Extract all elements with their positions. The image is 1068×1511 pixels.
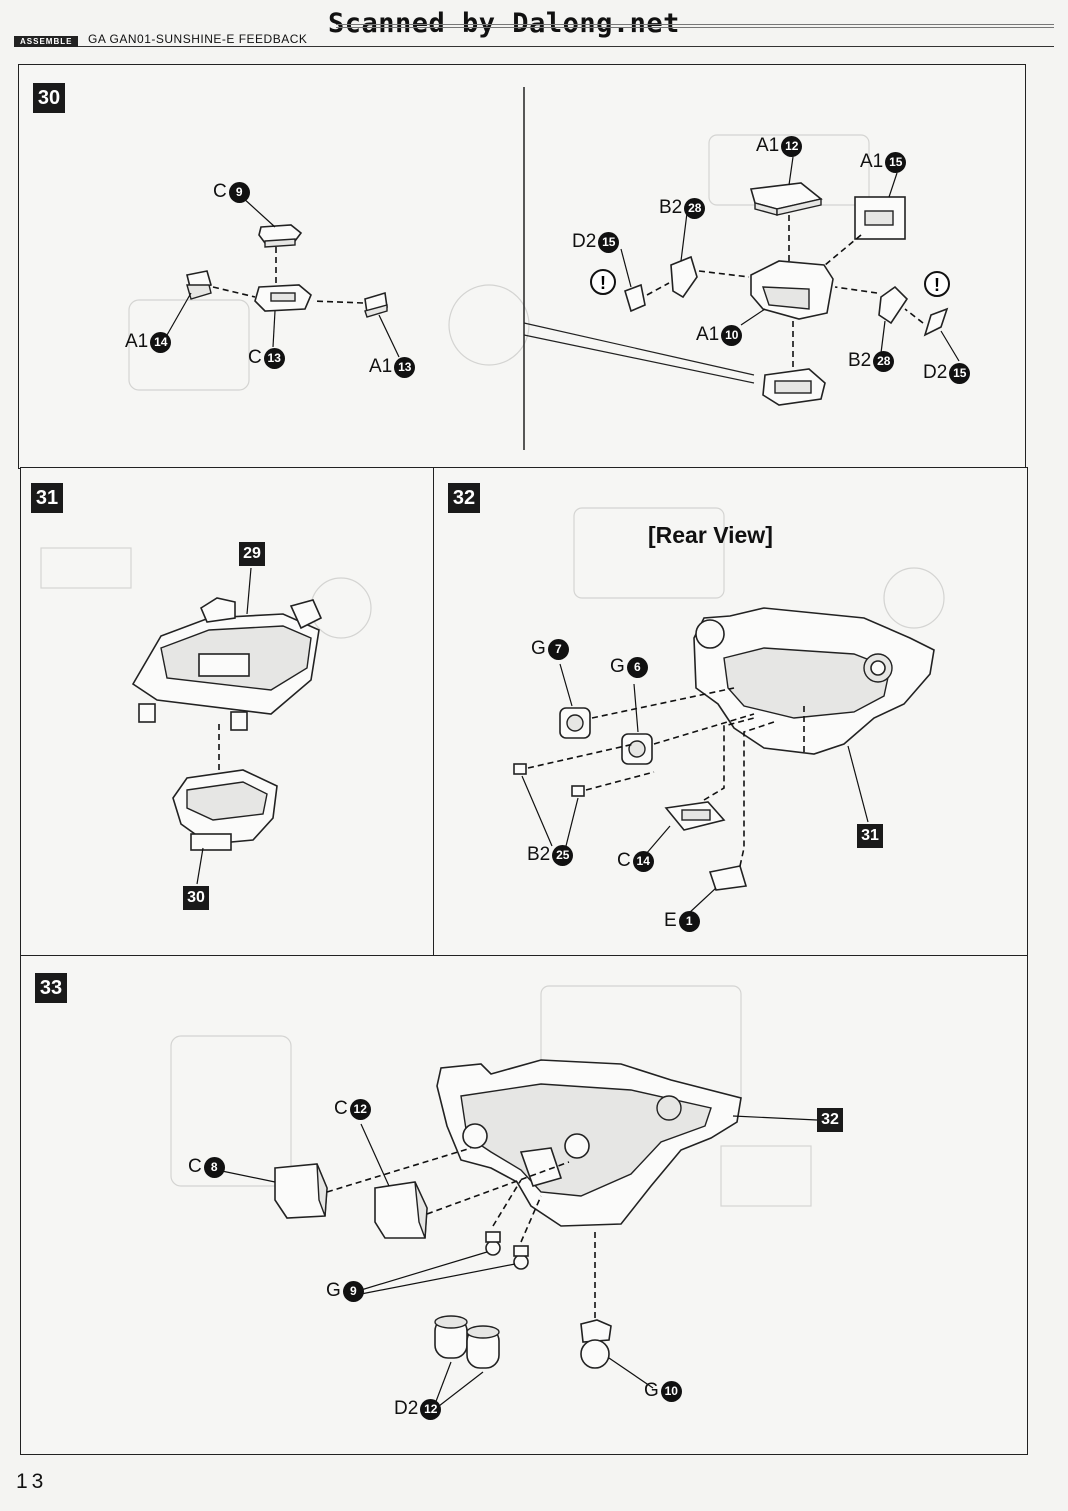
step-31-drawing	[40, 547, 372, 885]
section-tag: ASSEMBLE	[14, 36, 79, 47]
step-number-30: 30	[33, 83, 65, 113]
ref-32: 32	[817, 1108, 843, 1132]
ref-31: 31	[857, 824, 883, 848]
step-32-drawing	[513, 507, 945, 915]
step-number-31: 31	[31, 483, 63, 513]
step-number-33: 33	[35, 973, 67, 1003]
caution-mark-right: !	[934, 275, 940, 295]
step-number-32: 32	[448, 483, 480, 513]
step-33-drawing	[170, 985, 818, 1407]
step-30-drawing: ! !	[128, 87, 960, 450]
header-rule	[14, 46, 1054, 47]
scan-watermark: Scanned by Dalong.net	[328, 8, 680, 39]
ref-30: 30	[183, 886, 209, 910]
caution-mark-left: !	[600, 273, 606, 293]
step-31-panel: 31 29 30	[20, 467, 435, 957]
rear-view-title: [Rear View]	[648, 522, 773, 548]
manual-subtitle: GA GAN01-SUNSHINE-E FEEDBACK	[88, 32, 308, 46]
ref-29: 29	[239, 542, 265, 566]
page-number: 13	[16, 1470, 48, 1493]
header-rule-top	[336, 24, 1054, 28]
